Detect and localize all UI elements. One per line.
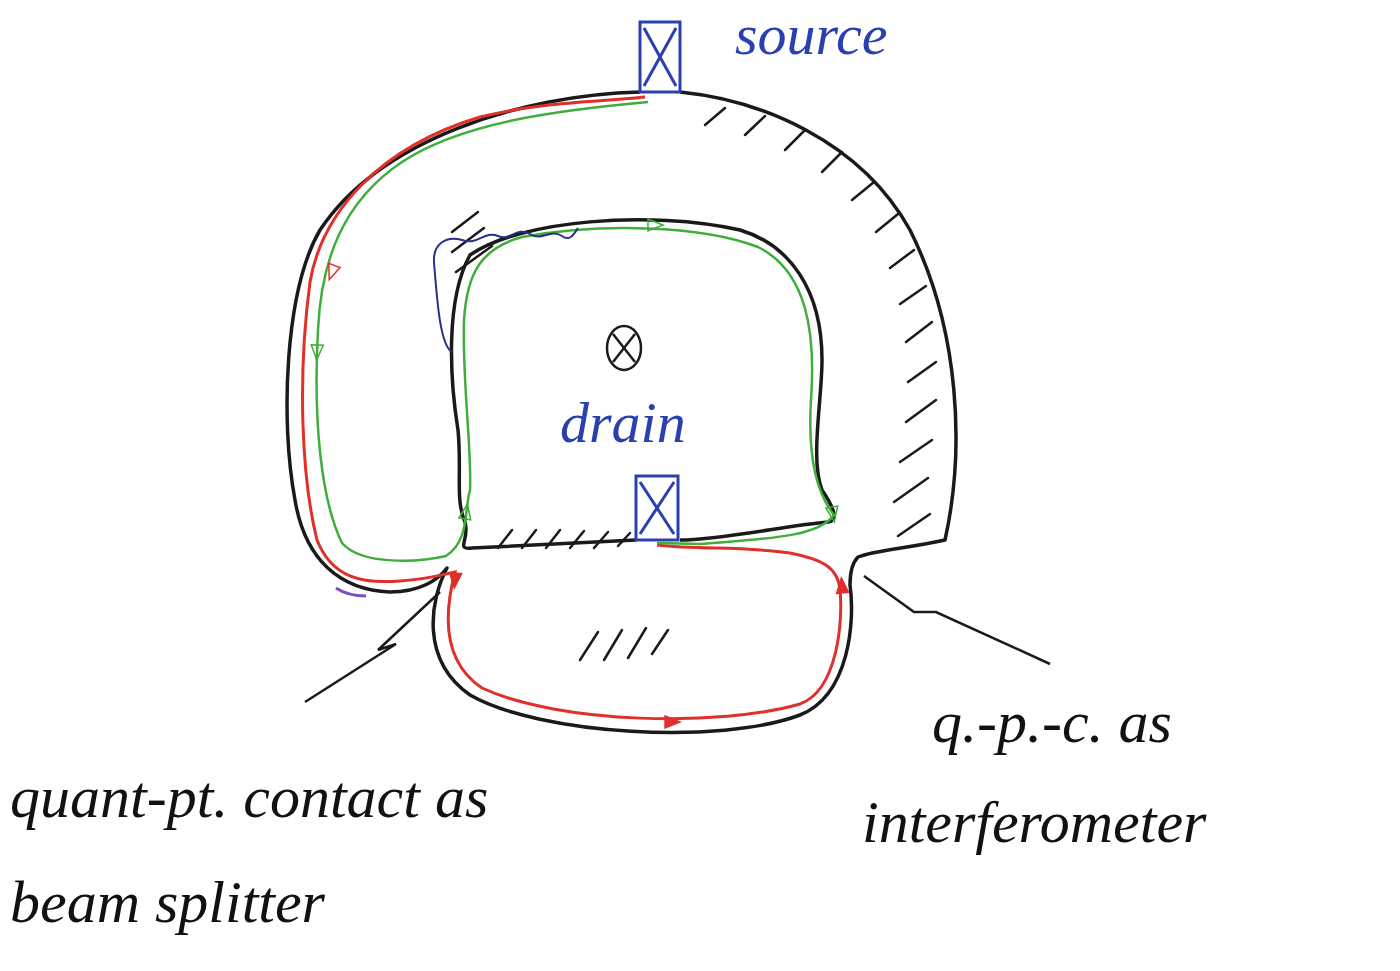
- field-symbol: [607, 326, 641, 370]
- purple-segment: [336, 588, 366, 596]
- arrowheads: [311, 219, 849, 728]
- outer-boundary: [287, 92, 956, 732]
- red-edge-channel: [303, 97, 841, 719]
- leader-line: [864, 576, 1050, 664]
- annotation-label: quant-pt. contact as beam splitter: [10, 745, 490, 955]
- contact-label: source: [735, 0, 887, 70]
- gate-wire: [434, 228, 578, 352]
- contact-label: drain: [560, 388, 686, 458]
- green-edge-channel: [317, 102, 834, 561]
- source-contact: [640, 22, 680, 92]
- leader-line: [305, 592, 440, 702]
- drain-contact: [636, 476, 678, 540]
- inner-island: [451, 220, 834, 548]
- hatching: [452, 108, 936, 660]
- annotation-label: q.-p.-c. as interferometer: [862, 672, 1382, 872]
